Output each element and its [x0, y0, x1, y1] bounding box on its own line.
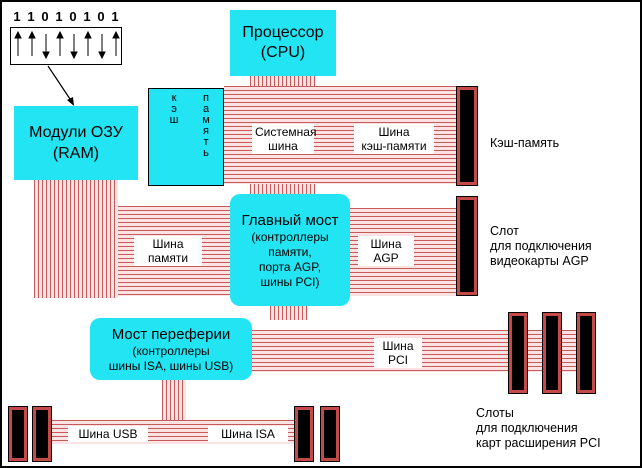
bit-arrowhead-3 — [56, 30, 64, 39]
bit-4: 0 — [69, 9, 77, 24]
bit-arrowhead-5 — [84, 30, 92, 39]
vcol1-char-2: ш — [169, 114, 179, 126]
usb-slot-1 — [8, 406, 28, 462]
south-bridge-detail-1: (контроллеры — [132, 343, 210, 358]
vcol1-char-0: к — [171, 92, 177, 104]
cpu-block: Процессор (CPU) — [230, 10, 336, 76]
pci-slot-1 — [508, 312, 528, 394]
vcol2-char-0: п — [203, 92, 209, 104]
agp-slot-label: Слот для подключения видеокарты AGP — [490, 224, 592, 268]
vcol1-char-1: э — [171, 103, 177, 115]
south-bridge-block: Мост переферии (контроллеры шины ISA, ши… — [90, 318, 252, 380]
north-bridge-title: Главный мост — [241, 211, 339, 229]
cpu-title: Процессор — [242, 24, 324, 41]
bit-6: 0 — [97, 9, 105, 24]
north-bridge-detail-3: порта AGP, — [258, 259, 322, 274]
bit-arrowhead-4 — [70, 51, 78, 60]
vcol2-char-4: т — [203, 136, 209, 148]
south-bridge-title: Мост переферии — [111, 325, 231, 343]
usb-slot-2 — [32, 406, 52, 462]
north-south-link — [270, 304, 308, 320]
ram-bus-drop — [34, 178, 118, 298]
ram-subtitle: (RAM) — [52, 145, 100, 162]
bit-2: 0 — [41, 9, 49, 24]
vcol2-char-2: м — [202, 114, 210, 126]
bit-5: 1 — [83, 9, 91, 24]
vcol2-char-3: я — [203, 125, 209, 137]
register-arrows — [14, 30, 120, 60]
ram-block: Модули ОЗУ (RAM) — [14, 106, 138, 180]
isa-slot-1 — [294, 406, 314, 462]
bit-3: 1 — [55, 9, 63, 24]
pci-slot-2 — [542, 312, 562, 394]
agp-slot — [456, 196, 478, 296]
bit-arrowhead-1 — [28, 30, 36, 39]
bit-arrowhead-2 — [42, 51, 50, 60]
register-chip — [10, 27, 122, 65]
isa-bus-label: Шина ISA — [208, 426, 288, 442]
bit-arrowhead-0 — [14, 30, 22, 39]
north-bridge-detail-2: памяти, — [268, 244, 312, 259]
bit-0: 1 — [13, 9, 21, 24]
bit-1: 1 — [27, 9, 35, 24]
pointer-arrow — [47, 65, 74, 106]
cpu-subtitle: (CPU) — [260, 44, 306, 61]
north-bridge-block: Главный мост (контроллеры памяти, порта … — [230, 194, 350, 306]
bit-arrowhead-6 — [98, 51, 106, 60]
usb-bus-label: Шина USB — [68, 426, 148, 442]
bit-arrowhead-7 — [112, 30, 120, 39]
vcol2-char-1: а — [202, 103, 210, 115]
north-bridge-detail-1: (контроллеры — [251, 229, 329, 244]
vcol2-char-5: ь — [203, 147, 209, 159]
ram-title: Модули ОЗУ — [29, 124, 123, 141]
pci-slots-label: Слоты для подключения карт расширения PC… — [476, 406, 601, 450]
north-bridge-detail-4: шины PCI) — [260, 274, 320, 289]
south-bridge-detail-2: шины ISA, шины USB) — [108, 358, 234, 373]
south-drop — [162, 378, 186, 420]
bit-7: 1 — [111, 9, 119, 24]
pci-slot-3 — [576, 312, 596, 394]
cache-memory-label: Кэш-память — [490, 136, 560, 150]
cache-memory-slot — [456, 86, 478, 186]
isa-slot-2 — [320, 406, 340, 462]
